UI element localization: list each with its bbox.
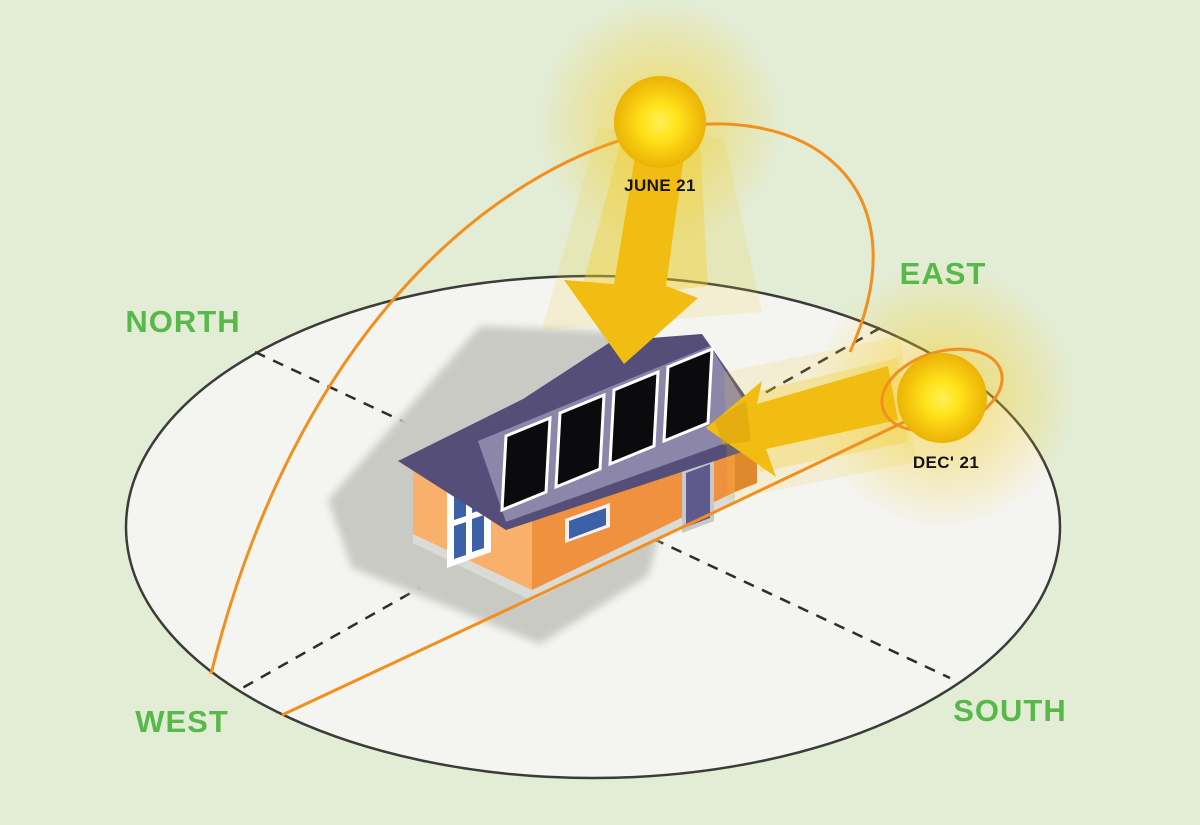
compass-label-south: SOUTH — [953, 693, 1067, 728]
june-sunbeam — [542, 128, 762, 364]
front-door — [682, 458, 714, 533]
door-panel — [686, 464, 710, 527]
house — [398, 334, 768, 601]
solar-panel — [608, 369, 660, 467]
window-pane — [454, 522, 466, 559]
solar-panel-array — [500, 346, 714, 513]
dec-sunbeam — [706, 336, 916, 500]
dec-sun-label: DEC' 21 — [912, 453, 980, 472]
dec-arrow-fold — [714, 401, 751, 445]
june-sun-label: JUNE 21 — [624, 176, 696, 195]
dec-sun-icon — [897, 353, 987, 443]
compass-label-east: EAST — [899, 256, 987, 291]
solar-panel — [662, 346, 714, 444]
june-sun-icon — [614, 76, 706, 168]
solar-panel — [554, 392, 606, 490]
compass-label-west: WEST — [135, 704, 229, 739]
solar-panel — [500, 415, 552, 513]
window-pane — [472, 515, 484, 552]
window-pane — [569, 508, 606, 539]
front-window — [565, 503, 610, 543]
compass-label-north: NORTH — [125, 304, 241, 339]
dec-arrow-icon — [706, 366, 898, 477]
house-foundation — [413, 492, 735, 601]
dec-sun-path-line — [281, 398, 951, 717]
june-arrow-icon — [564, 150, 698, 364]
